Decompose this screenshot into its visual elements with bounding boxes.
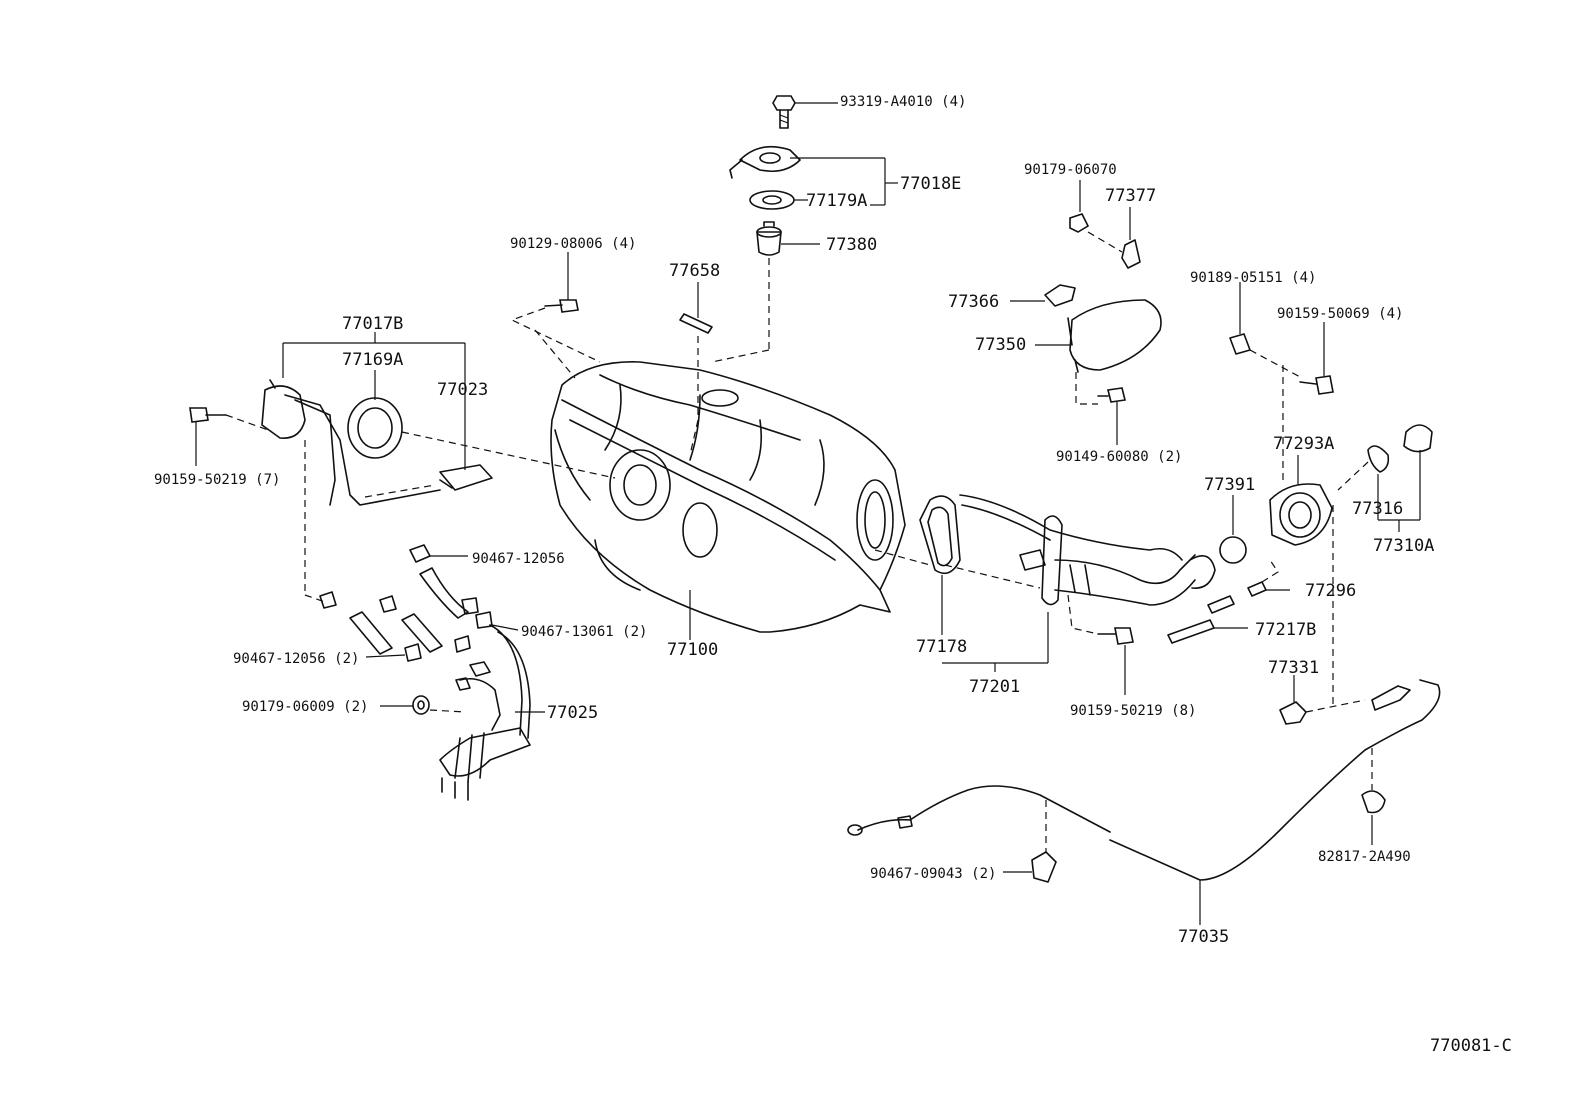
label-77331: 77331 [1268, 658, 1319, 678]
diagram-id: 770081-C [1430, 1036, 1512, 1056]
screw-90149[interactable] [1075, 372, 1126, 445]
label-77169a: 77169A [342, 350, 403, 370]
clamp-82817[interactable] [1361, 748, 1386, 845]
lock-77366[interactable] [1010, 284, 1076, 307]
gasket-77179a[interactable] [749, 190, 795, 210]
bolt-90129[interactable] [510, 252, 601, 379]
screw-93319[interactable] [772, 95, 796, 129]
cable-77035[interactable] [847, 679, 1441, 925]
tube-77023[interactable] [364, 464, 493, 498]
gasket-77391[interactable] [1219, 495, 1247, 564]
clip-90189[interactable] [1229, 282, 1303, 379]
label-77018e: 77018E [900, 174, 961, 194]
inlet-box-77293a[interactable] [1269, 455, 1334, 705]
label-90467-12056-2: 90467-12056 (2) [233, 651, 359, 667]
hose-upper[interactable] [419, 567, 469, 619]
label-90467-09043: 90467-09043 (2) [870, 866, 996, 882]
fuel-filter-77380[interactable] [756, 221, 782, 256]
filler-pipe-77201[interactable] [942, 494, 1216, 672]
label-77035: 77035 [1178, 927, 1229, 947]
label-77366: 77366 [948, 292, 999, 312]
label-93319-a4010: 93319-A4010 (4) [840, 94, 966, 110]
label-90159-50219-8: 90159-50219 (8) [1070, 703, 1196, 719]
label-77201: 77201 [969, 677, 1020, 697]
lock-77331[interactable] [1279, 675, 1366, 725]
bolt-90159-b[interactable] [1282, 322, 1334, 482]
label-77023: 77023 [437, 380, 488, 400]
label-77316: 77316 [1352, 499, 1403, 519]
label-77391: 77391 [1204, 475, 1255, 495]
label-90189-05151: 90189-05151 (4) [1190, 270, 1316, 286]
sender-bracket-77018e[interactable] [729, 145, 801, 179]
gasket-77178[interactable] [874, 495, 961, 635]
leader-lines-top [711, 102, 898, 363]
nut-90179-b[interactable] [1069, 180, 1090, 233]
clips-90467-c[interactable] [319, 591, 422, 662]
clip-90467-a[interactable] [409, 544, 468, 563]
hinge-77377[interactable] [1087, 207, 1141, 269]
label-77017b: 77017B [342, 314, 403, 334]
label-82817-2a490: 82817-2A490 [1318, 849, 1411, 865]
fuel-tank-77100[interactable] [550, 361, 906, 640]
fuel-lid-77350[interactable] [1035, 299, 1162, 373]
clamp-90467-d[interactable] [1003, 800, 1057, 883]
hoses-short[interactable] [349, 611, 443, 655]
label-90159-50069: 90159-50069 (4) [1277, 306, 1403, 322]
rod-77217b[interactable] [1167, 595, 1248, 644]
bolt-90159-a[interactable] [189, 407, 326, 603]
label-77217b: 77217B [1255, 620, 1316, 640]
gasket-77169a[interactable] [347, 370, 616, 479]
bolt-90159-c[interactable] [1067, 594, 1134, 695]
label-77658: 77658 [669, 261, 720, 281]
label-77100: 77100 [667, 640, 718, 660]
label-90467-12056: 90467-12056 [472, 551, 565, 567]
cap-77310a[interactable] [1337, 424, 1433, 532]
nut-90179-a[interactable] [380, 695, 430, 715]
label-77380: 77380 [826, 235, 877, 255]
label-77350: 77350 [975, 335, 1026, 355]
label-77025: 77025 [547, 703, 598, 723]
spacer-77658[interactable] [679, 282, 713, 456]
label-90149-60080: 90149-60080 (2) [1056, 449, 1182, 465]
grommet-77296[interactable] [1247, 559, 1290, 597]
label-77179a: 77179A [806, 191, 867, 211]
pipe-assy-77025[interactable] [429, 624, 545, 801]
label-90179-06009: 90179-06009 (2) [242, 699, 368, 715]
label-90159-50219-7: 90159-50219 (7) [154, 472, 280, 488]
label-77296: 77296 [1305, 581, 1356, 601]
label-77178: 77178 [916, 637, 967, 657]
label-77377: 77377 [1105, 186, 1156, 206]
label-77310a: 77310A [1373, 536, 1434, 556]
label-90179-06070: 90179-06070 [1024, 162, 1117, 178]
label-90467-13061: 90467-13061 (2) [521, 624, 647, 640]
label-90129-08006: 90129-08006 (4) [510, 236, 636, 252]
label-77293a: 77293A [1273, 434, 1334, 454]
fuel-sender-77017b[interactable] [261, 332, 466, 506]
